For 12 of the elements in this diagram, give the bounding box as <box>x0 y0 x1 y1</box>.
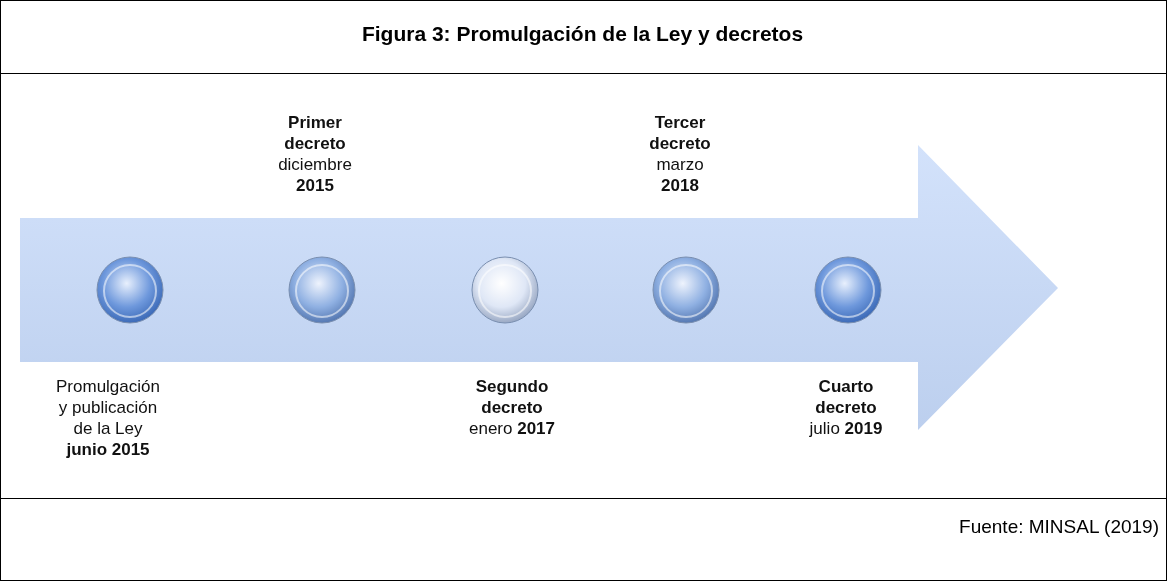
timeline-marker <box>651 255 721 325</box>
milestone-label: Promulgación y publicación de la Ley junio 2015 <box>55 376 161 460</box>
timeline-marker <box>813 255 883 325</box>
timeline-marker <box>95 255 165 325</box>
source-caption: Fuente: MINSAL (2019) <box>959 516 1159 538</box>
figure-title: Figura 3: Promulgación de la Ley y decretos <box>360 22 805 46</box>
timeline-marker <box>287 255 357 325</box>
milestone-label: Primer decreto diciembre 2015 <box>277 112 353 196</box>
milestone-label: Segundo decreto enero 2017 <box>468 376 556 439</box>
timeline-marker <box>470 255 540 325</box>
milestone-label: Tercer decreto marzo 2018 <box>648 112 712 196</box>
milestone-label: Cuarto decreto julio 2019 <box>808 376 884 439</box>
